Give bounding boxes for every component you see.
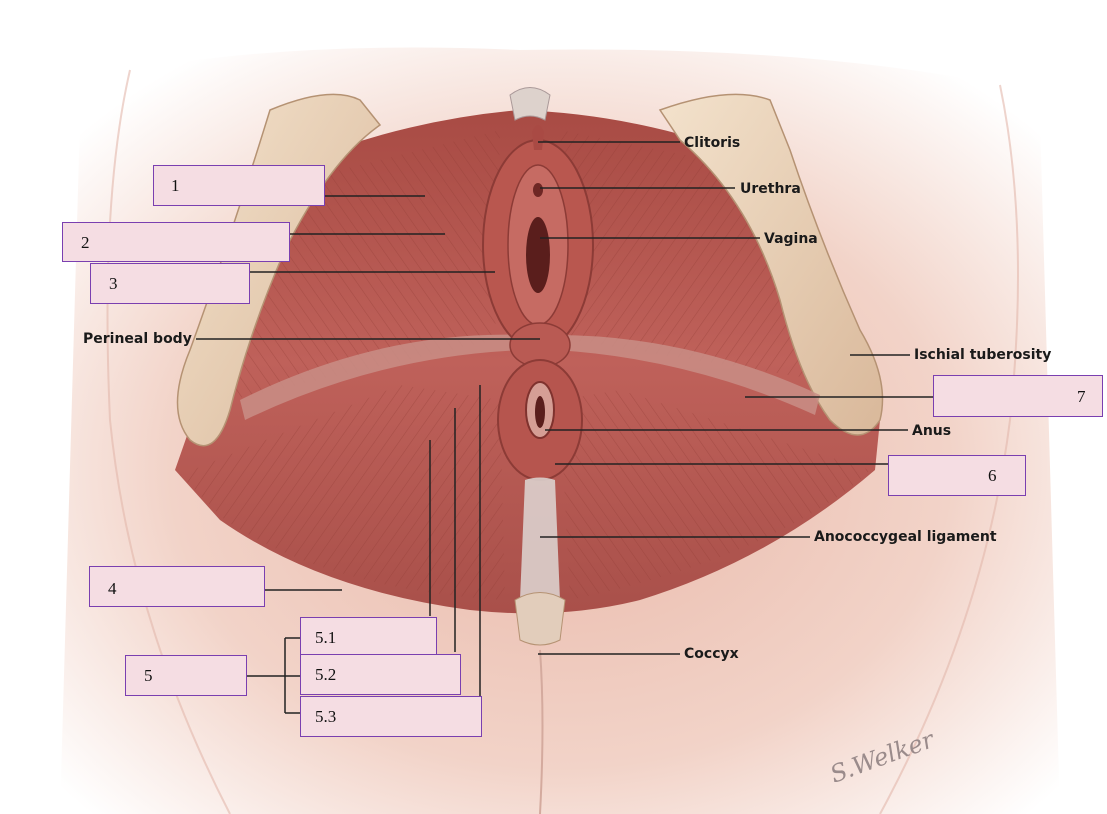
anococcygeal-ligament-shape bbox=[520, 478, 560, 601]
answer-box-2-number: 2 bbox=[81, 233, 90, 253]
label-vagina: Vagina bbox=[764, 231, 818, 247]
label-coccyx: Coccyx bbox=[684, 646, 739, 662]
label-anococcygeal-ligament: Anococcygeal ligament bbox=[814, 529, 997, 545]
label-ischial-tuberosity: Ischial tuberosity bbox=[914, 347, 1051, 363]
answer-box-4-number: 4 bbox=[108, 579, 117, 599]
answer-box-3[interactable]: 3 bbox=[90, 263, 250, 304]
label-urethra: Urethra bbox=[740, 181, 801, 197]
answer-box-5-2-number: 5.2 bbox=[315, 665, 336, 685]
vaginal-opening bbox=[526, 217, 550, 293]
answer-box-7-number: 7 bbox=[1077, 387, 1086, 407]
answer-box-1-number: 1 bbox=[171, 176, 180, 196]
clitoris-shape bbox=[532, 125, 544, 150]
answer-box-6[interactable]: 6 bbox=[888, 455, 1026, 496]
label-perineal-body: Perineal body bbox=[83, 331, 192, 347]
answer-box-2[interactable]: 2 bbox=[62, 222, 290, 262]
answer-box-4[interactable]: 4 bbox=[89, 566, 265, 607]
label-clitoris: Clitoris bbox=[684, 135, 740, 151]
answer-box-5[interactable]: 5 bbox=[125, 655, 247, 696]
answer-box-7[interactable]: 7 bbox=[933, 375, 1103, 417]
answer-box-1[interactable]: 1 bbox=[153, 165, 325, 206]
answer-box-5-1-number: 5.1 bbox=[315, 628, 336, 648]
urethral-opening bbox=[533, 183, 543, 197]
answer-box-5-number: 5 bbox=[144, 666, 153, 686]
coccyx-shape bbox=[515, 593, 565, 646]
answer-box-5-2[interactable]: 5.2 bbox=[300, 654, 461, 695]
pubic-symphysis bbox=[510, 88, 550, 121]
answer-box-5-3[interactable]: 5.3 bbox=[300, 696, 482, 737]
answer-box-5-1[interactable]: 5.1 bbox=[300, 617, 437, 655]
answer-box-6-number: 6 bbox=[988, 466, 997, 486]
answer-box-5-3-number: 5.3 bbox=[315, 707, 336, 727]
anal-canal bbox=[535, 396, 545, 428]
answer-box-3-number: 3 bbox=[109, 274, 118, 294]
label-anus: Anus bbox=[912, 423, 951, 439]
